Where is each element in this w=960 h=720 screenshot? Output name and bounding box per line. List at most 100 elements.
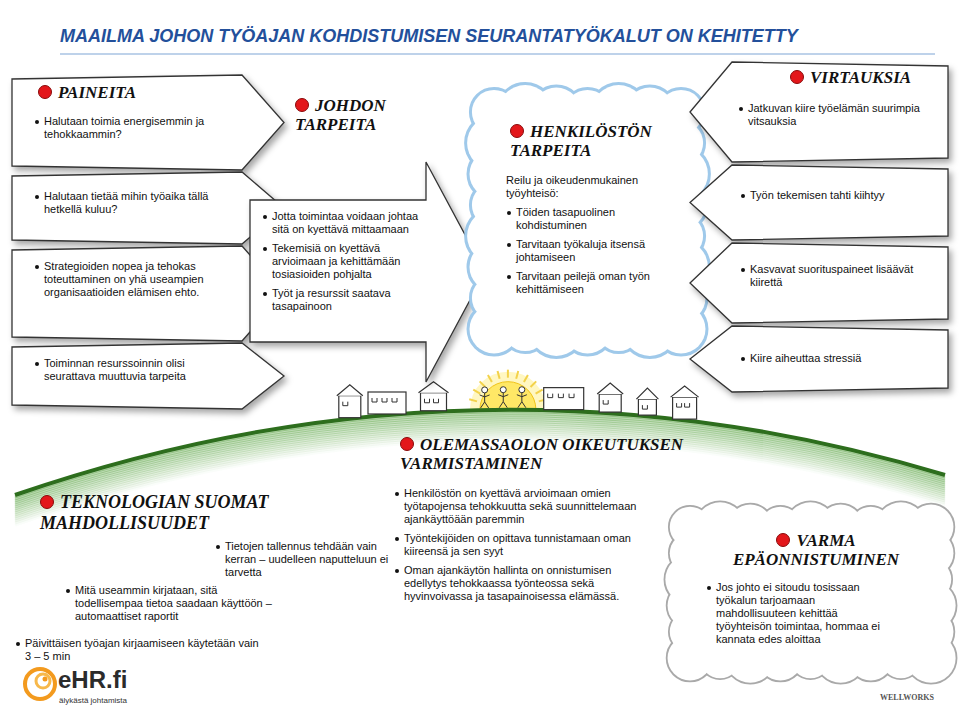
text-column: Halutaan toimia energisemmin ja tehokkaa… bbox=[34, 115, 239, 147]
house-window bbox=[569, 394, 574, 398]
sun-ray bbox=[473, 390, 480, 394]
text-column: VIRTAUKSIA bbox=[790, 68, 935, 91]
bullet-text: Halutaan tietää mihin työaika tällä hetk… bbox=[34, 190, 239, 216]
text-column: Tietojen tallennus tehdään vain kerran –… bbox=[215, 540, 390, 585]
technology-block: TEKNOLOGIAN SUOMAT MAHDOLLISUUDETTietoje… bbox=[25, 492, 395, 679]
trend-arrow-outline bbox=[690, 243, 948, 323]
bullet-text: Työntekijöiden on opittava tunnistamaan … bbox=[394, 532, 646, 558]
house-window bbox=[343, 402, 348, 406]
house-window bbox=[434, 399, 439, 403]
arrow-shape bbox=[250, 162, 485, 382]
section-heading: JOHDON TARPEITA bbox=[295, 96, 445, 134]
house-wall bbox=[544, 388, 584, 410]
sun bbox=[469, 370, 546, 410]
house-window bbox=[382, 398, 387, 402]
figure-head bbox=[482, 387, 488, 393]
house-window bbox=[425, 399, 430, 403]
text-column: Jatkuvan kiire työelämän suurimpia vitsa… bbox=[738, 102, 928, 134]
sun-ray bbox=[498, 371, 500, 379]
sun-ray bbox=[480, 381, 486, 387]
bullet-text: Jos johto ei sitoudu tosissaan työkalun … bbox=[706, 581, 896, 646]
bullet-text: Strategioiden nopea ja tehokas toteuttam… bbox=[34, 260, 239, 299]
ground-line bbox=[15, 410, 945, 495]
text-column: OLEMASSAOLON OIKEUTUKSEN VARMISTAMINEN bbox=[400, 435, 750, 477]
text-column: Toiminnan resurssoinnin olisi seurattava… bbox=[34, 357, 239, 389]
stick-figure bbox=[517, 387, 527, 408]
bullet-text: Tekemisiä on kyettävä arvioimaan ja kehi… bbox=[262, 242, 420, 281]
company-mark: WELLWORKS bbox=[880, 693, 934, 703]
sun-disc bbox=[480, 382, 536, 410]
logo-ring bbox=[25, 669, 55, 699]
arrow-shape bbox=[690, 243, 948, 323]
bullet-text: Kasvavat suorituspaineet lisäävät kiiret… bbox=[740, 263, 930, 289]
cloud-fill bbox=[690, 527, 931, 658]
pressure-arrow: PAINEITA Halutaan toimia energisemmin ja … bbox=[12, 75, 284, 170]
bullet-text: Henkilöstön on kyettävä arvioimaan omien… bbox=[394, 487, 646, 526]
text-column: Kasvavat suorituspaineet lisäävät kiiret… bbox=[740, 263, 930, 295]
logo-text: eHR.fi bbox=[58, 667, 127, 693]
text-column: VARMA EPÄONNISTUMINEN bbox=[716, 531, 916, 573]
house-roof bbox=[636, 388, 658, 399]
house bbox=[544, 388, 584, 410]
arrow-shape bbox=[12, 246, 284, 341]
house-roof bbox=[597, 383, 623, 394]
diagram-title: MAAILMA JOHON TYÖAJAN KOHDISTUMISEN SEUR… bbox=[60, 26, 798, 47]
arrow-shape bbox=[12, 343, 284, 409]
house-window bbox=[548, 394, 553, 398]
house bbox=[368, 392, 406, 414]
arrow-shape bbox=[12, 172, 284, 244]
text-column: TEKNOLOGIAN SUOMAT MAHDOLLISUUDET bbox=[40, 492, 310, 538]
text-column: Henkilöstön on kyettävä arvioimaan omien… bbox=[394, 487, 646, 609]
house bbox=[337, 385, 363, 418]
bullet-text: Tarvitaan työkaluja itsensä johtamiseen bbox=[506, 238, 681, 264]
text-column: Kiire aiheuttaa stressiä bbox=[740, 352, 930, 371]
bullet-text: Kiire aiheuttaa stressiä bbox=[740, 352, 930, 365]
house bbox=[419, 382, 449, 411]
text-column: Strategioiden nopea ja tehokas toteuttam… bbox=[34, 260, 239, 305]
house-roof bbox=[337, 385, 363, 396]
text-column: JOHDON TARPEITA bbox=[295, 96, 445, 138]
title-rule bbox=[60, 53, 935, 54]
house-roof bbox=[671, 386, 699, 397]
arrow-shape bbox=[12, 75, 284, 170]
section-heading: PAINEITA bbox=[38, 83, 238, 102]
bullet-text: Työt ja resurssit saatava tasapainoon bbox=[262, 287, 420, 313]
text-column: Jos johto ei sitoudu tosissaan työkalun … bbox=[706, 581, 896, 652]
house-window bbox=[558, 394, 563, 398]
trend-arrow-outline bbox=[690, 165, 948, 240]
sun-ray bbox=[507, 370, 509, 378]
house-window bbox=[642, 405, 647, 409]
logo-dot bbox=[43, 677, 48, 682]
text-column: Työn tekemisen tahti kiihtyy bbox=[740, 189, 930, 208]
house-wall bbox=[368, 392, 406, 414]
bullet-text: Työn tekemisen tahti kiihtyy bbox=[740, 189, 930, 202]
logo-tagline: älykästä johtamista bbox=[59, 696, 127, 706]
text-column: Päivittäisen työajan kirjaamiseen käytet… bbox=[15, 637, 260, 669]
house-window bbox=[603, 400, 608, 404]
bullet-text: Toiminnan resurssoinnin olisi seurattava… bbox=[34, 357, 239, 383]
sun-ray bbox=[488, 375, 492, 382]
trend-arrow: Kasvavat suorituspaineet lisäävät kiiret… bbox=[690, 243, 948, 323]
text-column: Mitä useammin kirjataan, sitä todellisem… bbox=[65, 584, 280, 629]
town-skyline bbox=[337, 382, 699, 419]
figure-head bbox=[500, 387, 506, 393]
house-window bbox=[677, 403, 682, 407]
management-needs-arrow: JOHDON TARPEITA Jotta toimintaa voidaan j… bbox=[250, 92, 485, 382]
house-window bbox=[372, 398, 377, 402]
management-needs-arrow-outline bbox=[250, 92, 485, 382]
bullet-text: Oman ajankäytön hallinta on onnistumisen… bbox=[394, 564, 646, 603]
sun-ray bbox=[536, 390, 543, 394]
bullet-text: Tarvitaan peilejä oman työn kehittämisee… bbox=[506, 270, 681, 296]
text-column: Halutaan tietää mihin työaika tällä hetk… bbox=[34, 190, 239, 222]
text-column: PAINEITA bbox=[38, 83, 238, 106]
section-heading: OLEMASSAOLON OIKEUTUKSEN VARMISTAMINEN bbox=[400, 435, 750, 473]
pressure-arrow: Toiminnan resurssoinnin olisi seurattava… bbox=[12, 343, 284, 409]
trend-arrow: VIRTAUKSIA Jatkuvan kiire työelämän suuri… bbox=[690, 62, 948, 162]
figure-head bbox=[519, 387, 525, 393]
figure-body bbox=[498, 393, 508, 408]
house-wall bbox=[339, 396, 361, 418]
arrow-shape bbox=[690, 326, 948, 392]
section-heading: VARMA EPÄONNISTUMINEN bbox=[716, 531, 916, 569]
stick-figure bbox=[480, 387, 490, 408]
text-column: Jotta toimintaa voidaan johtaa sitä on k… bbox=[262, 210, 420, 319]
